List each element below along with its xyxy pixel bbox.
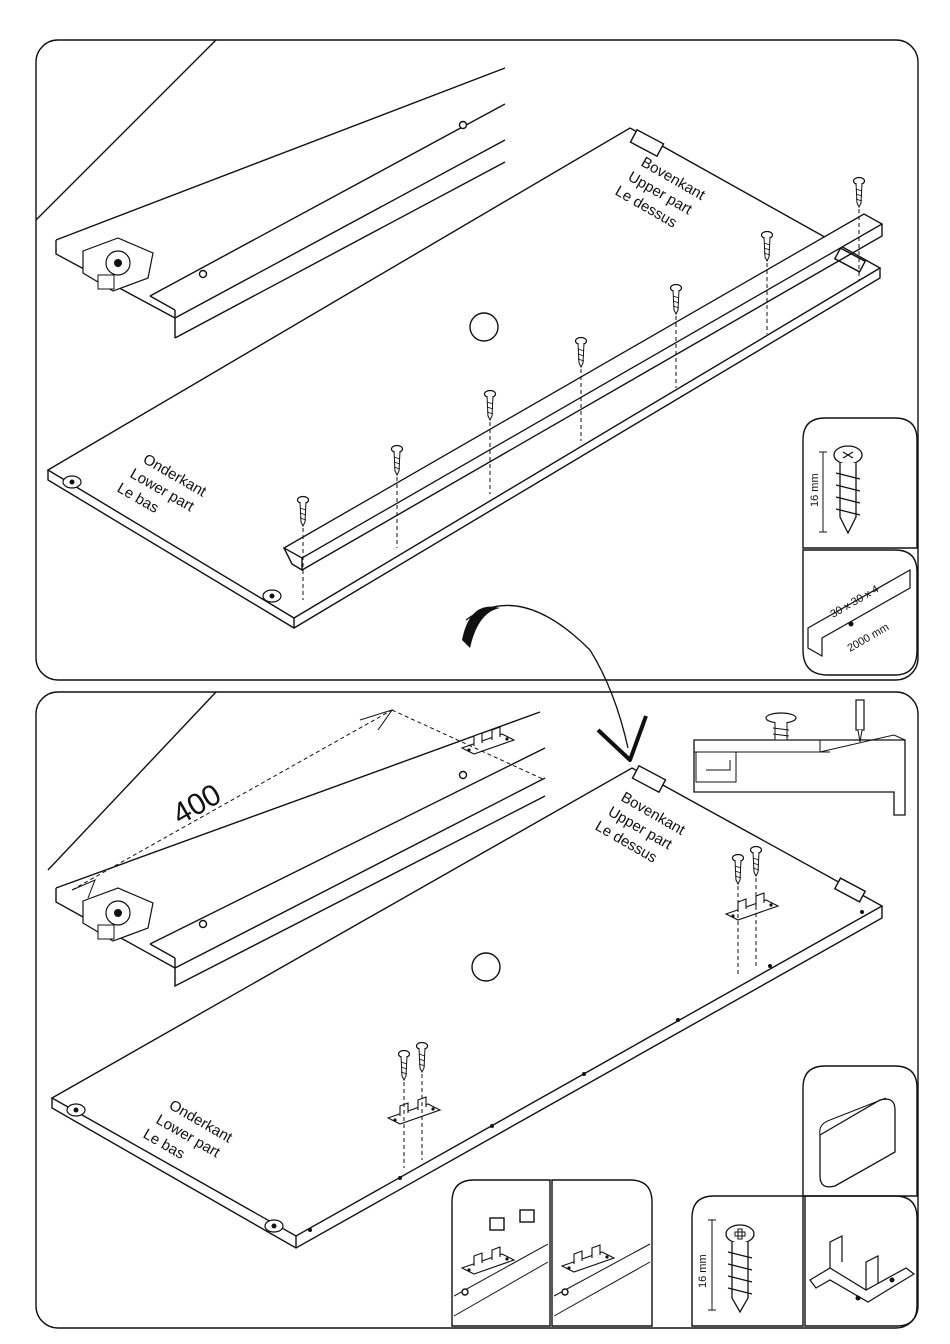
step2-bracket-detail-1 (452, 1180, 550, 1326)
curved-arrow-icon (462, 605, 646, 760)
step2-wall-edge (48, 692, 216, 870)
screw-icon (726, 1225, 754, 1312)
hinge-marker-bottom-right (265, 1220, 283, 1232)
step1-profile-length: 2000 mm (846, 621, 892, 654)
step2-main-panel (52, 766, 882, 1248)
step2-bracket-part-detail (805, 1196, 917, 1326)
step1-profile-detail: 30 x 30 x 4 2000 mm (803, 550, 917, 675)
step2-bracket-detail-2 (552, 1180, 652, 1326)
step1-screw-detail: 16 mm (803, 418, 917, 548)
handle-hole (470, 313, 498, 341)
distance-label: 400 (167, 778, 227, 832)
step2-screw-length: 16 mm (697, 1254, 709, 1288)
hinge-marker-bottom-left (63, 476, 81, 488)
step2-section-detail (694, 700, 905, 815)
hinge-marker-bottom-left (67, 1104, 85, 1116)
hinge-marker-bottom-right (263, 590, 281, 602)
step1-screw-length: 16 mm (809, 473, 821, 507)
step2-screw-detail: 16 mm (692, 1196, 803, 1326)
bumper-pad-icon (820, 1098, 895, 1187)
svg-text:400: 400 (167, 778, 227, 832)
handle-hole (472, 953, 500, 981)
screw-icon (834, 446, 862, 533)
step2-bumper-detail (803, 1066, 917, 1196)
bracket-icon (810, 1236, 914, 1302)
step1-wall-edge (36, 40, 216, 220)
step1-main-panel (48, 128, 880, 628)
